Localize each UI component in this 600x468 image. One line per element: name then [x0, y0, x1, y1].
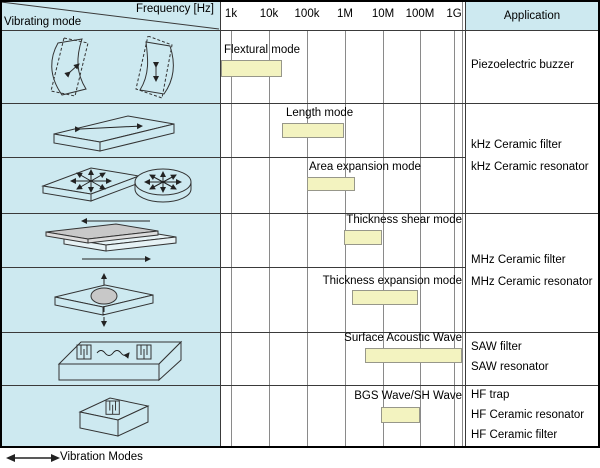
- tick-100k: 100k: [294, 8, 320, 20]
- application-piezoelectric-buzzer: Piezoelectric buzzer: [471, 59, 574, 71]
- band-thickness-expansion: [352, 290, 418, 305]
- mode-label-bgs: BGS Wave/SH Wave: [354, 390, 462, 402]
- tick-10M: 10M: [371, 8, 395, 20]
- band-flextural: [221, 60, 282, 77]
- vibrating-mode-header-label: Vibrating mode: [4, 16, 82, 28]
- band-bgs: [381, 407, 420, 423]
- gridline-10k: [269, 30, 270, 448]
- tick-1M: 1M: [337, 8, 353, 20]
- row-border: [0, 213, 600, 214]
- row-border: [0, 103, 600, 104]
- row-border-partial: [0, 157, 465, 158]
- gridline-1G: [454, 30, 455, 448]
- gridline-100M: [420, 30, 421, 448]
- application-khz-ceramic-resonator: kHz Ceramic resonator: [471, 161, 589, 173]
- application-hf-ceramic-resonator: HF Ceramic resonator: [471, 409, 585, 421]
- band-length: [282, 123, 344, 138]
- mode-label-area-expansion: Area expansion mode: [309, 161, 421, 173]
- application-mhz-ceramic-resonator: MHz Ceramic resonator: [471, 276, 593, 288]
- tick-1k: 1k: [224, 8, 238, 20]
- band-area-expansion: [307, 177, 355, 191]
- tick-10k: 10k: [259, 8, 279, 20]
- application-header-cell: Application: [466, 1, 598, 30]
- header-diagonal-divider: [0, 1, 220, 30]
- mode-label-saw: Surface Acoustic Wave: [344, 332, 462, 344]
- application-hf-trap: HF trap: [471, 389, 510, 401]
- saw-idt-icon: [57, 340, 183, 382]
- frequency-area-right-border: [462, 0, 463, 448]
- tick-1G: 1G: [446, 8, 462, 20]
- bgs-idt-icon: [78, 397, 150, 437]
- row-border: [0, 30, 600, 31]
- gridline-1k: [231, 30, 232, 448]
- row-border-partial: [0, 267, 465, 268]
- mode-label-thickness-expansion: Thickness expansion mode: [322, 275, 462, 287]
- application-hf-ceramic-filter: HF Ceramic filter: [471, 429, 558, 441]
- application-khz-ceramic-filter: kHz Ceramic filter: [471, 139, 562, 151]
- frequency-header-label: Frequency [Hz]: [136, 3, 214, 15]
- application-header-label: Application: [503, 9, 561, 22]
- length-plate-icon: [53, 115, 175, 152]
- mode-column-border: [220, 0, 221, 448]
- mode-label-flextural: Flextural mode: [224, 44, 301, 56]
- mode-label-length: Length mode: [286, 107, 354, 119]
- row-border: [0, 385, 600, 386]
- application-column-border: [465, 0, 466, 448]
- area-expansion-icon: [41, 167, 192, 203]
- band-thickness-shear: [344, 230, 382, 245]
- application-saw-resonator: SAW resonator: [471, 361, 549, 373]
- application-saw-filter: SAW filter: [471, 341, 522, 353]
- gridline-100k: [307, 30, 308, 448]
- mode-label-thickness-shear: Thickness shear mode: [346, 214, 462, 226]
- application-mhz-ceramic-filter: MHz Ceramic filter: [471, 254, 566, 266]
- thickness-expansion-icon: [54, 273, 154, 327]
- band-saw: [365, 348, 462, 363]
- gridline-10M: [383, 30, 384, 448]
- row-border: [0, 332, 600, 333]
- double-arrow-icon: [6, 454, 60, 462]
- thickness-shear-icon: [45, 218, 177, 262]
- flextural-bars-icon: [50, 36, 174, 99]
- legend-label: Vibration Modes: [60, 451, 143, 463]
- tick-100M: 100M: [405, 8, 435, 20]
